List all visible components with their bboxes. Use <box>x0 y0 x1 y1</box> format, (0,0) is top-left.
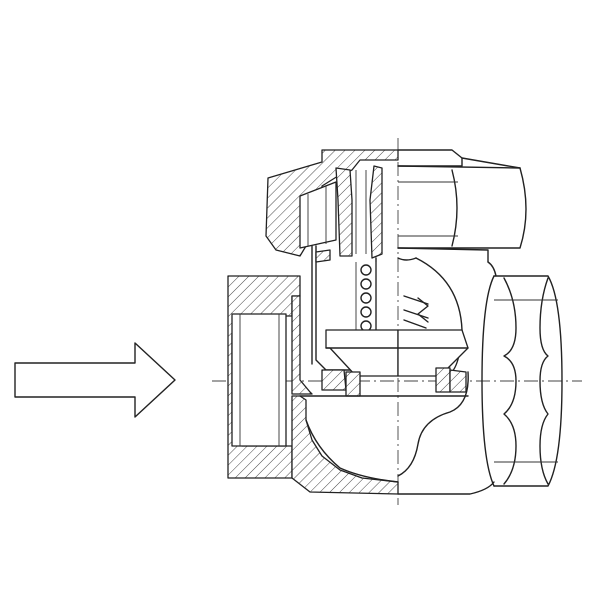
valve-seat-left <box>299 369 399 397</box>
valve-seat-right <box>397 367 469 397</box>
sectioned-half <box>227 149 399 495</box>
flow-arrow <box>14 342 176 418</box>
inlet-threaded-port <box>227 275 301 479</box>
hex-cap-nut-section <box>265 149 399 257</box>
exterior-half <box>397 149 563 495</box>
guide-stem <box>335 165 383 259</box>
valve-body-exterior <box>397 257 497 377</box>
valve-disc-right <box>397 329 469 377</box>
valve-disc-left <box>325 329 399 377</box>
hex-cap-nut-exterior <box>397 149 527 263</box>
outlet-threaded-port <box>481 275 563 487</box>
compression-spring <box>355 262 377 332</box>
valve-body-section <box>291 295 399 495</box>
